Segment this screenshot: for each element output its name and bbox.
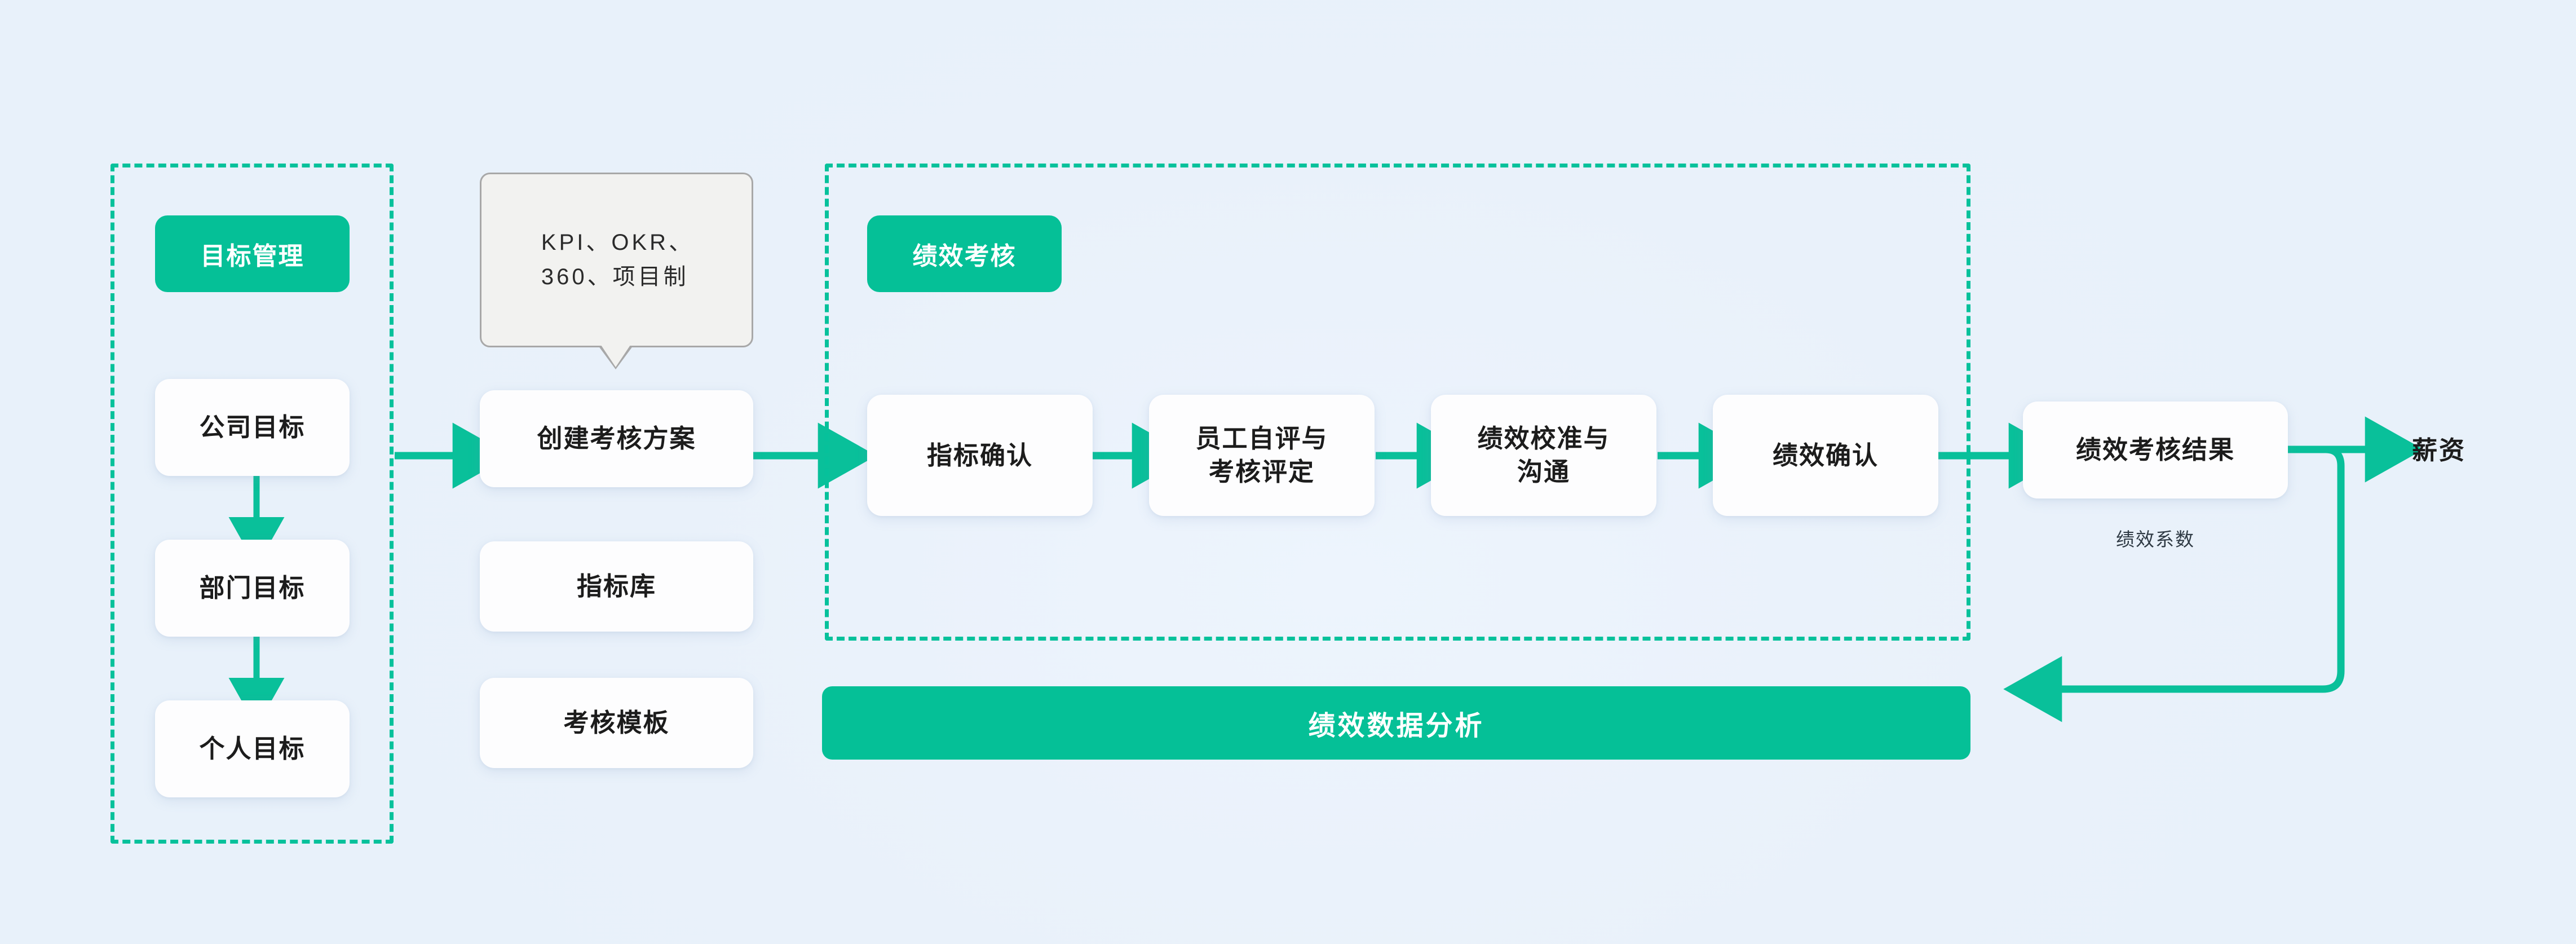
goal-management-title: 目标管理 [155, 215, 350, 292]
process-step-indicator-confirm[interactable]: 指标确认 [867, 395, 1093, 516]
callout-line-2: 360、项目制 [541, 264, 689, 289]
process-step-self-evaluation[interactable]: 员工自评与 考核评定 [1149, 395, 1375, 516]
performance-data-analysis-banner[interactable]: 绩效数据分析 [822, 686, 1970, 760]
process-step-calibration[interactable]: 绩效校准与 沟通 [1431, 395, 1656, 516]
goal-management-group [111, 164, 394, 844]
performance-result-card[interactable]: 绩效考核结果 [2023, 402, 2288, 499]
salary-label: 薪资 [2412, 436, 2467, 465]
goal-card-company[interactable]: 公司目标 [155, 379, 350, 476]
performance-coefficient-label: 绩效系数 [2116, 529, 2195, 550]
process-step-confirmation[interactable]: 绩效确认 [1713, 395, 1938, 516]
goal-card-personal[interactable]: 个人目标 [155, 700, 350, 797]
process-step-calibration-label: 绩效校准与 沟通 [1477, 424, 1610, 486]
callout-line-1: KPI、OKR、 [541, 230, 695, 255]
process-step-self-evaluation-label: 员工自评与 考核评定 [1195, 424, 1328, 486]
performance-review-title: 绩效考核 [867, 215, 1062, 292]
assessment-methods-callout: KPI、OKR、 360、项目制 [480, 173, 753, 347]
plan-card-indicator-library[interactable]: 指标库 [480, 541, 753, 632]
plan-card-assessment-template[interactable]: 考核模板 [480, 678, 753, 768]
plan-card-create-scheme[interactable]: 创建考核方案 [480, 390, 753, 487]
goal-card-department[interactable]: 部门目标 [155, 540, 350, 637]
performance-review-group [825, 164, 1970, 641]
